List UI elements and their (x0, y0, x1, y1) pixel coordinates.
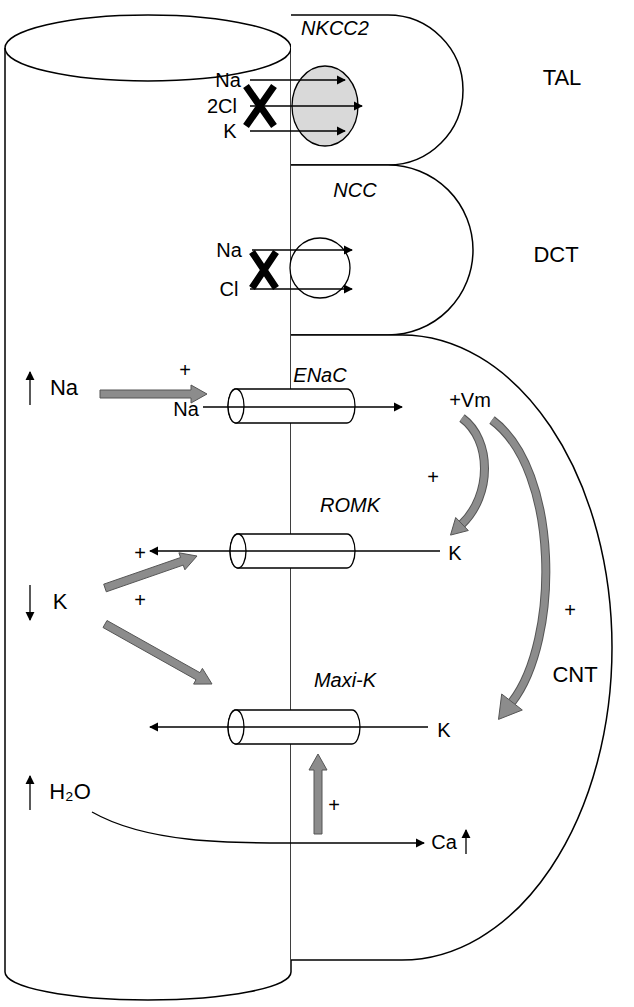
cotransporter: NCC (290, 178, 420, 300)
ion-label: Na (50, 375, 78, 401)
label-anchor: K (437, 718, 450, 742)
arrow-head (451, 518, 469, 536)
label-anchor: K (223, 119, 236, 143)
label-anchor: Cl (220, 277, 239, 301)
ion-channel: ROMK (220, 493, 370, 573)
transporter-name: ROMK (320, 493, 381, 517)
curved-arrow (462, 418, 485, 524)
label-anchor: 2Cl (207, 94, 237, 118)
segment-name: DCT (533, 242, 578, 268)
segment-name: CNT (552, 662, 597, 688)
flux-arrow (252, 249, 352, 250)
label-anchor: H₂O (49, 779, 91, 805)
flux-arrow (250, 79, 345, 80)
label-anchor: Ca (431, 830, 457, 854)
transporter-name: Maxi-K (314, 668, 378, 692)
ion-label: K (437, 718, 450, 742)
ion-label: Ca (431, 830, 457, 854)
label-anchor: Na (173, 397, 199, 421)
tal-cell (291, 15, 463, 165)
stimulation-arrow (104, 553, 197, 592)
inhibition-mark (252, 252, 276, 288)
ion-label: K (448, 541, 461, 565)
transporter-name: ENaC (293, 363, 348, 387)
ion-channel: Maxi-K (220, 668, 370, 748)
increase-arrow (29, 776, 30, 810)
curved-arrow (492, 420, 546, 702)
label-anchor: + (328, 793, 340, 817)
decrease-arrow (29, 585, 30, 620)
ion-label: Na (173, 397, 199, 421)
segment-name: TAL (543, 65, 582, 91)
label-anchor: + (134, 588, 146, 612)
label-anchor: K (53, 589, 68, 615)
ion-label: K (53, 589, 68, 615)
stimulation-arrow (103, 621, 212, 685)
flux-arrow (203, 406, 402, 407)
channel-body (228, 389, 355, 423)
ion-label: + (564, 598, 576, 622)
increase-arrow (29, 372, 30, 405)
channel-end (228, 389, 244, 423)
ion-channel: ENaC (220, 363, 370, 427)
ion-label: Na (215, 68, 241, 92)
ion-label: + (134, 541, 146, 565)
label-anchor: CNT (552, 662, 597, 688)
label-anchor: + (564, 598, 576, 622)
tubule-opening (5, 15, 291, 81)
transporter-name: NCC (333, 178, 378, 202)
tubule-wall (5, 48, 291, 1000)
label-anchor: TAL (543, 65, 582, 91)
ion-label: + (427, 465, 439, 489)
curved-arrow-outline (492, 420, 546, 702)
inhibition-mark (246, 86, 274, 126)
arrow-head (499, 694, 523, 719)
cnt-cell (291, 335, 612, 960)
cotransporter: NKCC2 (270, 16, 400, 150)
stimulation-arrow (309, 754, 327, 834)
label-anchor: Na (50, 375, 78, 401)
flux-arrow (250, 105, 362, 106)
label-anchor: DCT (533, 242, 578, 268)
label-anchor: Na (215, 68, 241, 92)
label-anchor: + (179, 358, 191, 382)
flow-arrow (92, 812, 424, 843)
flux-arrow (250, 288, 352, 289)
flux-arrow (150, 726, 428, 727)
ion-label: Cl (220, 277, 239, 301)
label-anchor: K (448, 541, 461, 565)
increase-arrow (465, 830, 466, 854)
label-anchor: Na (216, 238, 242, 262)
ion-label: H₂O (49, 779, 91, 805)
ion-label: + (328, 793, 340, 817)
flux-arrow (250, 130, 345, 131)
label-anchor: + (427, 465, 439, 489)
curved-arrow-outline (462, 418, 485, 524)
ion-label: K (223, 119, 236, 143)
ion-label: +Vm (449, 388, 491, 412)
ion-label: Na (216, 238, 242, 262)
ion-label: + (179, 358, 191, 382)
label-anchor: +Vm (449, 388, 491, 412)
ion-label: 2Cl (207, 94, 237, 118)
ion-label: + (134, 588, 146, 612)
transporter-name: NKCC2 (301, 16, 370, 40)
flux-arrow (150, 550, 440, 551)
label-anchor: + (134, 541, 146, 565)
